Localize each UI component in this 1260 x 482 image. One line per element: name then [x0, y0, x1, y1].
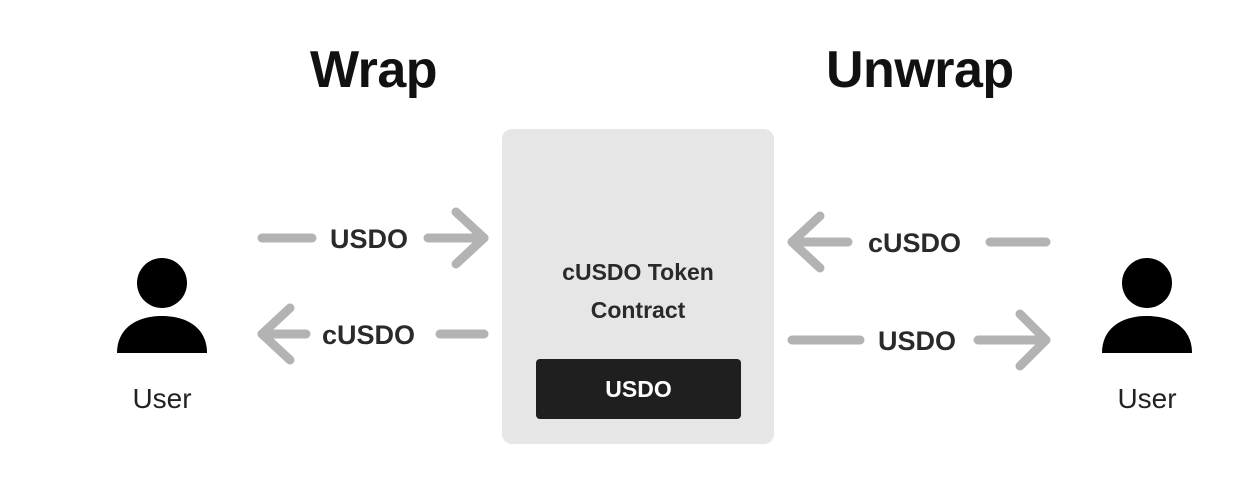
- left-user-label: User: [132, 383, 192, 414]
- right-user: User: [1097, 258, 1197, 415]
- unwrap-in-label: cUSDO: [868, 228, 962, 258]
- user-icon: [117, 258, 207, 353]
- contract-title: cUSDO Token Contract: [502, 253, 774, 329]
- wrap-out-label: cUSDO: [322, 320, 416, 350]
- left-user: User: [112, 258, 212, 415]
- right-user-label: User: [1117, 383, 1177, 414]
- unwrap-heading: Unwrap: [826, 41, 1014, 99]
- unwrap-out-arrowhead: [1015, 309, 1051, 371]
- wrap-out-arrowhead: [257, 303, 295, 365]
- contract-title-line2: Contract: [590, 297, 686, 323]
- user-icon: [1102, 258, 1192, 353]
- wrap-in-arrowhead: [451, 207, 489, 269]
- inner-token-badge: USDO: [536, 359, 741, 419]
- contract-title-line1: cUSDO Token: [562, 259, 714, 285]
- wrap-heading: Wrap: [310, 41, 438, 99]
- unwrap-out-label: USDO: [878, 326, 957, 356]
- wrap-in-label: USDO: [330, 224, 409, 254]
- unwrap-in-arrowhead: [787, 211, 825, 273]
- contract-box: cUSDO Token Contract USDO: [502, 129, 774, 444]
